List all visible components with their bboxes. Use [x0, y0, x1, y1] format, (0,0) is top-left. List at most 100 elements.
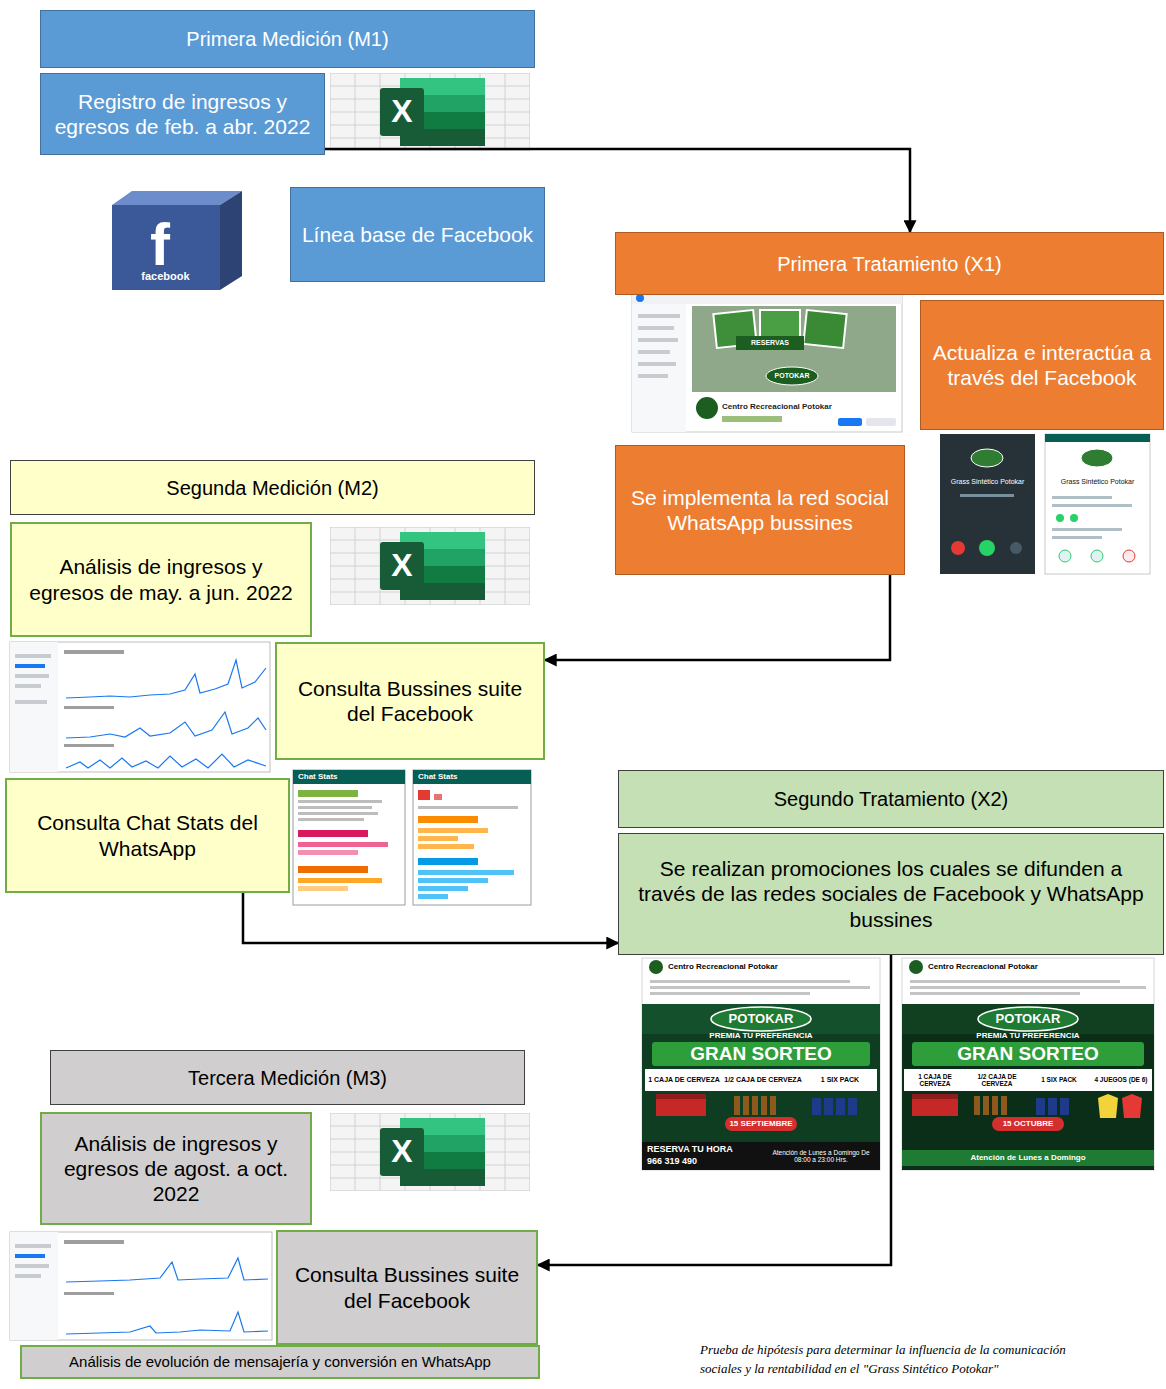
- promotion-post: [912, 1042, 1144, 1066]
- promotion-post: [812, 1098, 821, 1115]
- excel-icon: [330, 527, 530, 605]
- measurement-box: Consulta Chat Stats del WhatsApp: [5, 778, 290, 893]
- whatsapp-profile-screenshot: [1056, 514, 1064, 522]
- chat-stats-screenshot: [418, 836, 458, 841]
- business-suite-screenshot: [15, 1254, 45, 1258]
- screenshot-text: RESERVAS: [736, 337, 804, 349]
- promotion-post: [836, 1098, 845, 1115]
- facebook-cube: [112, 191, 242, 205]
- prize-text: 4 JUEGOS (DE 6): [1090, 1070, 1152, 1090]
- promotion-post: [909, 960, 923, 974]
- box-text: Línea base de Facebook: [302, 222, 533, 247]
- screenshot-text: POTOKAR: [770, 370, 814, 382]
- measurement-header: Tercera Medición (M3): [50, 1050, 525, 1105]
- box-text: Registro de ingresos y egresos de feb. a…: [51, 89, 314, 139]
- whatsapp-call-screenshot: [940, 434, 1035, 574]
- business-suite-screenshot: [15, 700, 47, 704]
- measurement-header: Segunda Medición (M2): [10, 460, 535, 515]
- whatsapp-profile-screenshot: [1059, 550, 1071, 562]
- chat-stats-screenshot: [418, 886, 468, 891]
- icon-letter: X: [380, 88, 424, 136]
- chat-stats-screenshot: [418, 828, 488, 833]
- poster-text: Atención de Lunes a Domingo De 08:00 a 2…: [764, 1144, 878, 1168]
- business-suite-screenshot: [15, 1264, 49, 1268]
- whatsapp-profile-screenshot: [1081, 449, 1113, 467]
- icon-letter: X: [380, 542, 424, 590]
- chat-stats-screenshot: [418, 870, 514, 875]
- chat-stats-screenshot: [298, 842, 388, 847]
- flow-arrow: [243, 893, 618, 943]
- box-text: Tercera Medición (M3): [188, 1066, 387, 1090]
- chat-stats-screenshot: [293, 770, 405, 905]
- promotion-post: [978, 1007, 1078, 1031]
- prize-text: 1/2 CAJA DE CERVEZA: [966, 1070, 1028, 1090]
- business-suite-screenshot: [15, 664, 45, 668]
- whatsapp-call-screenshot: [940, 434, 1035, 574]
- business-suite-screenshot: [64, 706, 114, 709]
- promotion-post: [904, 1069, 1152, 1091]
- facebook-page-screenshot: [632, 292, 902, 432]
- chat-stats-screenshot: [434, 794, 442, 800]
- promotion-post: [912, 1094, 958, 1099]
- business-suite-screenshot: [66, 712, 266, 738]
- chat-stats-screenshot: [298, 850, 358, 855]
- whatsapp-profile-screenshot: [1052, 528, 1122, 531]
- box-text: Análisis de evolución de mensajería y co…: [69, 1353, 491, 1371]
- measurement-box: Análisis de evolución de mensajería y co…: [20, 1345, 540, 1379]
- whatsapp-profile-screenshot: [1052, 504, 1132, 507]
- promotion-post: [910, 992, 1080, 995]
- facebook-page-screenshot: [636, 294, 644, 302]
- promotion-post: [848, 1098, 857, 1115]
- promotion-post: [910, 980, 1120, 983]
- measurement-box: Análisis de ingresos y egresos de may. a…: [10, 522, 312, 637]
- box-text: Consulta Bussines suite del Facebook: [287, 676, 533, 726]
- box-text: Se implementa la red social WhatsApp bus…: [626, 485, 894, 535]
- chat-stats-screenshot: [298, 818, 364, 821]
- business-suite-screenshot: [15, 674, 49, 678]
- facebook-cube: [220, 191, 242, 290]
- business-suite-screenshot: [10, 1232, 58, 1340]
- promotion-post: [734, 1096, 740, 1115]
- business-suite-screenshot: [64, 650, 124, 654]
- business-suite-screenshot: [15, 1244, 51, 1248]
- facebook-page-screenshot: [632, 304, 686, 432]
- whatsapp-call-screenshot: [1010, 542, 1022, 554]
- promotion-post: [910, 986, 1146, 989]
- measurement-box: Consulta Bussines suite del Facebook: [276, 1230, 538, 1345]
- business-suite-screenshot: [15, 654, 51, 658]
- business-suite-screenshot: [15, 684, 41, 688]
- prize-text: 1 CAJA DE CERVEZA: [905, 1070, 965, 1090]
- promotion-post: [650, 986, 870, 989]
- whatsapp-call-screenshot: [960, 494, 1014, 497]
- whatsapp-profile-screenshot: [1052, 496, 1112, 499]
- promotion-post: [649, 960, 663, 974]
- promotion-post: [656, 1094, 706, 1099]
- poster-text: RESERVA TU HORA: [647, 1144, 757, 1155]
- business-suite-screenshot: [64, 1292, 114, 1295]
- promotion-post: [1001, 1096, 1007, 1115]
- prize-text: 1 SIX PACK: [804, 1070, 876, 1090]
- promotion-post: [902, 1150, 1154, 1166]
- chat-stats-screenshot: [418, 858, 478, 865]
- facebook-page-screenshot: [638, 374, 668, 378]
- screenshot-text: Chat Stats: [298, 771, 402, 783]
- chat-stats-screenshot: [418, 878, 488, 883]
- poster-text: Atención de Lunes a Domingo: [902, 1151, 1154, 1165]
- facebook-page-screenshot: [638, 350, 670, 354]
- promotion-post: [743, 1096, 749, 1115]
- box-text: Consulta Bussines suite del Facebook: [288, 1262, 526, 1312]
- promotion-post: [1060, 1098, 1069, 1115]
- chat-stats-screenshot: [418, 806, 518, 809]
- measurement-box: Línea base de Facebook: [290, 187, 545, 282]
- business-suite-screenshot: [66, 754, 266, 768]
- facebook-page-screenshot: [838, 418, 862, 426]
- chat-stats-screenshot: [298, 866, 368, 873]
- promotion-post: [974, 1096, 980, 1115]
- promotion-post: [642, 1142, 880, 1170]
- whatsapp-profile-screenshot: [1045, 434, 1150, 574]
- facebook-page-screenshot: [638, 338, 678, 342]
- whatsapp-call-screenshot: [951, 541, 965, 555]
- business-suite-screenshot: [10, 1232, 272, 1340]
- promotion-post: [992, 1117, 1064, 1131]
- poster-title: GRAN SORTEO: [912, 1042, 1144, 1066]
